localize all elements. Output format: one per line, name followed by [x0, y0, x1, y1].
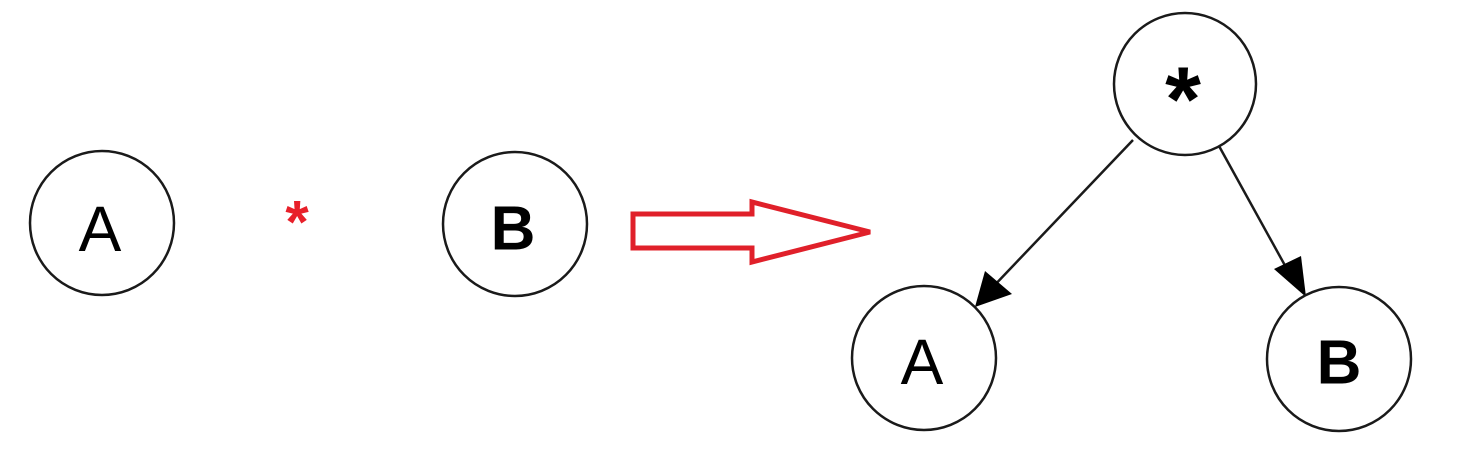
input-node-a: A: [28, 149, 176, 297]
input-node-b: B: [441, 150, 589, 298]
tree-root-circle: [1112, 11, 1258, 157]
input-node-a-circle: [28, 149, 176, 297]
transform-arrow: [630, 198, 871, 266]
input-node-a-label: A: [79, 193, 122, 265]
tree-right-child-circle: [1265, 285, 1413, 433]
tree-edge-right-arrowhead: [1274, 256, 1306, 297]
tree-root-node: *: [1112, 11, 1258, 157]
expression-tree: * A B: [850, 11, 1413, 433]
tree-edge-left-arrowhead: [975, 271, 1012, 307]
tree-right-child-node: B: [1265, 285, 1413, 433]
input-operator-star: *: [285, 189, 309, 256]
tree-edge-left: [989, 139, 1134, 291]
input-node-b-label: B: [491, 195, 536, 264]
input-node-b-circle: [441, 150, 589, 298]
tree-left-child-circle: [850, 284, 998, 432]
input-expression: A * B: [28, 149, 589, 298]
tree-root-label: *: [1165, 49, 1201, 151]
tree-edge-right: [1217, 145, 1295, 281]
tree-right-child-label: B: [1317, 329, 1362, 398]
tree-left-child-label: A: [901, 326, 944, 398]
tree-left-child-node: A: [850, 284, 998, 432]
